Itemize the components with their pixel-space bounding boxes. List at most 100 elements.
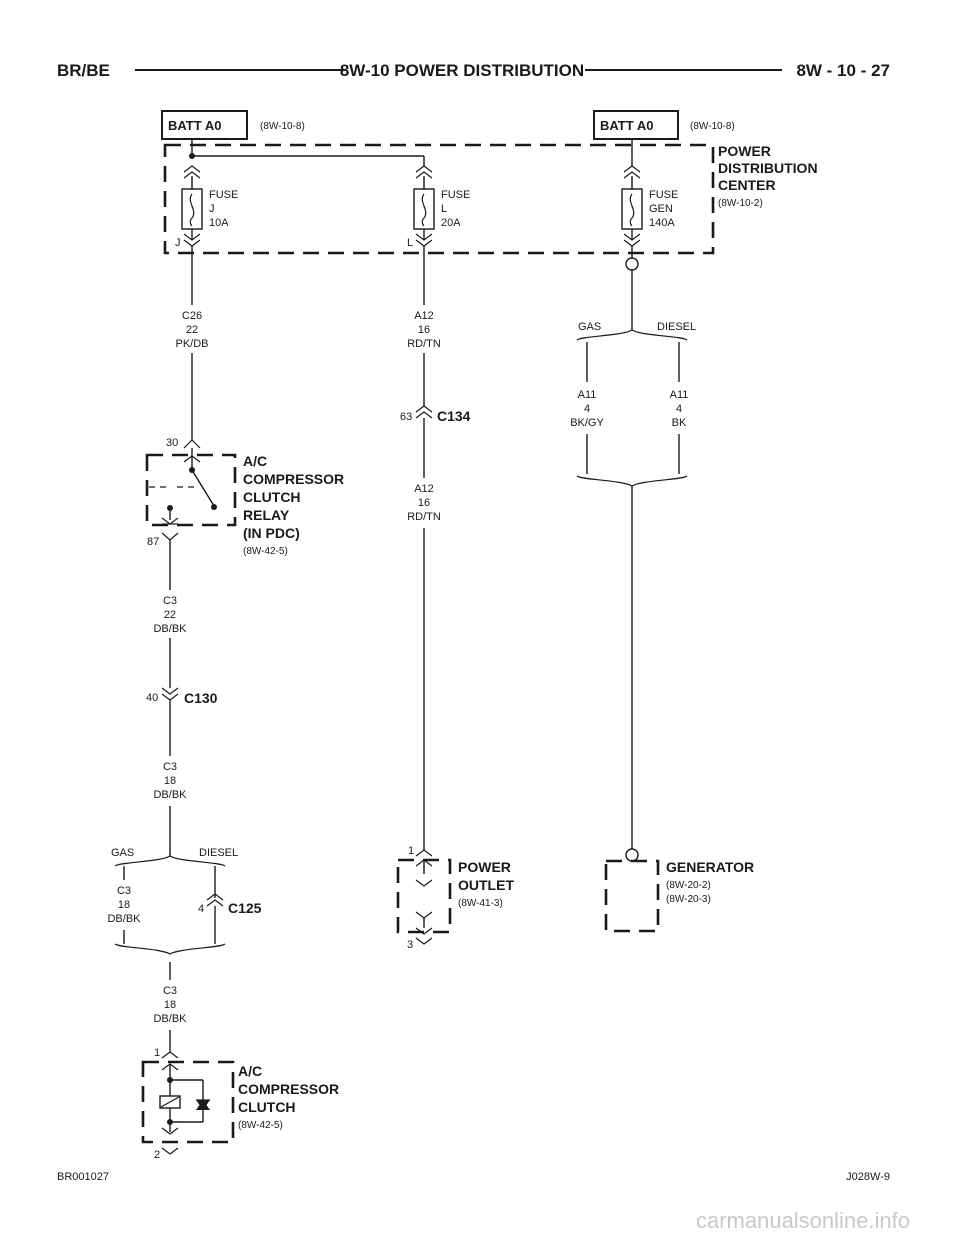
fuse-gen-line-3: 140A <box>649 217 675 229</box>
wire-c26-label-3: PK/DB <box>175 338 208 350</box>
generator-eyelet-terminal <box>625 848 639 862</box>
clutch-coil-symbol <box>159 1063 210 1135</box>
c125-connector-symbol <box>206 893 224 907</box>
wire-a11-diesel-label-3: BK <box>672 417 687 429</box>
fuse-j <box>181 165 203 247</box>
header-title: 8W-10 POWER DISTRIBUTION <box>340 61 584 80</box>
generator-name: GENERATOR <box>666 859 754 875</box>
wire-c26-label-1: C26 <box>182 310 202 322</box>
outlet-pin-3: 3 <box>407 939 413 951</box>
outlet-pin-3-connector <box>415 937 433 945</box>
clutch-name-line-1: A/C <box>238 1063 262 1079</box>
header-page-number: 8W - 10 - 27 <box>796 61 890 80</box>
outlet-socket-symbol <box>415 859 433 935</box>
pdc-name-line-1: POWER <box>718 143 771 159</box>
c125-pin: 4 <box>198 903 204 915</box>
batt-label-right: BATT A0 <box>600 118 653 133</box>
right-merge-brace <box>576 475 688 487</box>
clutch-pin-1: 1 <box>154 1047 160 1059</box>
clutch-ref: (8W-42-5) <box>238 1120 283 1131</box>
fuse-l-line-1: FUSE <box>441 189 470 201</box>
wire-c3-18a-label-2: 18 <box>164 775 176 787</box>
batt-source-left: BATT A0 (8W-10-8) <box>161 110 305 140</box>
bus-splice-dot <box>189 153 195 159</box>
relay-ref: (8W-42-5) <box>243 546 288 557</box>
footer-left-code: BR001027 <box>57 1171 109 1183</box>
fuse-l-line-3: 20A <box>441 217 461 229</box>
wire-a12-bottom-label-3: RD/TN <box>407 511 441 523</box>
c130-connector-symbol <box>161 687 179 701</box>
wire-c26-label-2: 22 <box>186 324 198 336</box>
wire-c3-18b-label-3: DB/BK <box>107 913 141 925</box>
fuse-j-cavity: J <box>175 237 181 249</box>
batt-source-right: BATT A0 (8W-10-8) <box>593 110 735 140</box>
watermark: carmanualsonline.info <box>696 1208 910 1233</box>
relay-name-line-5: (IN PDC) <box>243 525 300 541</box>
right-split-gas: GAS <box>578 321 601 333</box>
gen-eyelet-terminal <box>625 257 639 271</box>
fuse-l <box>413 165 435 247</box>
fuse-j-line-1: FUSE <box>209 189 238 201</box>
wire-c3-18c-label-2: 18 <box>164 999 176 1011</box>
fuse-j-line-2: J <box>209 203 215 215</box>
wire-a11-gas-label-2: 4 <box>584 403 590 415</box>
outlet-pin-1-connector <box>415 849 433 857</box>
clutch-name-line-3: CLUTCH <box>238 1099 296 1115</box>
wire-a11-diesel-label-2: 4 <box>676 403 682 415</box>
wire-a11-gas-label-3: BK/GY <box>570 417 604 429</box>
fuse-l-line-2: L <box>441 203 447 215</box>
c130-label: C130 <box>184 690 218 706</box>
clutch-name-line-2: COMPRESSOR <box>238 1081 339 1097</box>
generator-ref-1: (8W-20-2) <box>666 880 711 891</box>
clutch-pin-2: 2 <box>154 1149 160 1161</box>
pdc-name-line-3: CENTER <box>718 177 776 193</box>
pdc-name-line-2: DISTRIBUTION <box>718 160 818 176</box>
clutch-pin-1-connector <box>161 1051 179 1059</box>
wire-c3-18c-label-3: DB/BK <box>153 1013 187 1025</box>
generator-outline <box>604 859 660 933</box>
c134-label: C134 <box>437 408 471 424</box>
c134-pin: 63 <box>400 411 412 423</box>
outlet-name-line-1: POWER <box>458 859 511 875</box>
wire-c3-22-label-2: 22 <box>164 609 176 621</box>
relay-pin-87: 87 <box>147 536 159 548</box>
wire-a12-top-label-2: 16 <box>418 324 430 336</box>
wire-c3-18b-label-2: 18 <box>118 899 130 911</box>
relay-pin-30: 30 <box>166 437 178 449</box>
left-split-brace <box>114 855 226 867</box>
relay-name-line-2: COMPRESSOR <box>243 471 344 487</box>
wire-c3-22-label-1: C3 <box>163 595 177 607</box>
clutch-pin-2-connector <box>161 1147 179 1155</box>
right-split-brace <box>576 329 688 341</box>
c130-pin: 40 <box>146 692 158 704</box>
fuse-gen-line-2: GEN <box>649 203 673 215</box>
wire-a12-top-label-3: RD/TN <box>407 338 441 350</box>
c125-label: C125 <box>228 900 262 916</box>
left-merge-brace <box>114 943 226 955</box>
relay-pin-30-connector <box>183 439 201 449</box>
outlet-name-line-2: OUTLET <box>458 877 514 893</box>
pdc-outline <box>163 143 715 255</box>
batt-ref-right: (8W-10-8) <box>690 121 735 132</box>
batt-ref-left: (8W-10-8) <box>260 121 305 132</box>
c134-connector-symbol <box>415 405 433 419</box>
relay-switch-symbol <box>149 448 217 525</box>
wire-a12-bottom-label-2: 16 <box>418 497 430 509</box>
wire-a12-bottom-label-1: A12 <box>414 483 434 495</box>
left-split-diesel: DIESEL <box>199 847 238 859</box>
left-split-gas: GAS <box>111 847 134 859</box>
outlet-ref: (8W-41-3) <box>458 898 503 909</box>
relay-name-line-1: A/C <box>243 453 267 469</box>
fuse-j-line-3: 10A <box>209 217 229 229</box>
wire-c3-18a-label-3: DB/BK <box>153 789 187 801</box>
wire-c3-18c-label-1: C3 <box>163 985 177 997</box>
header-left: BR/BE <box>57 61 110 80</box>
wire-c3-18b-label-1: C3 <box>117 885 131 897</box>
relay-outline <box>145 453 237 527</box>
fuse-gen <box>621 165 643 247</box>
fuse-gen-line-1: FUSE <box>649 189 678 201</box>
relay-name-line-3: CLUTCH <box>243 489 301 505</box>
wire-c3-18a-label-1: C3 <box>163 761 177 773</box>
outlet-pin-1: 1 <box>408 845 414 857</box>
